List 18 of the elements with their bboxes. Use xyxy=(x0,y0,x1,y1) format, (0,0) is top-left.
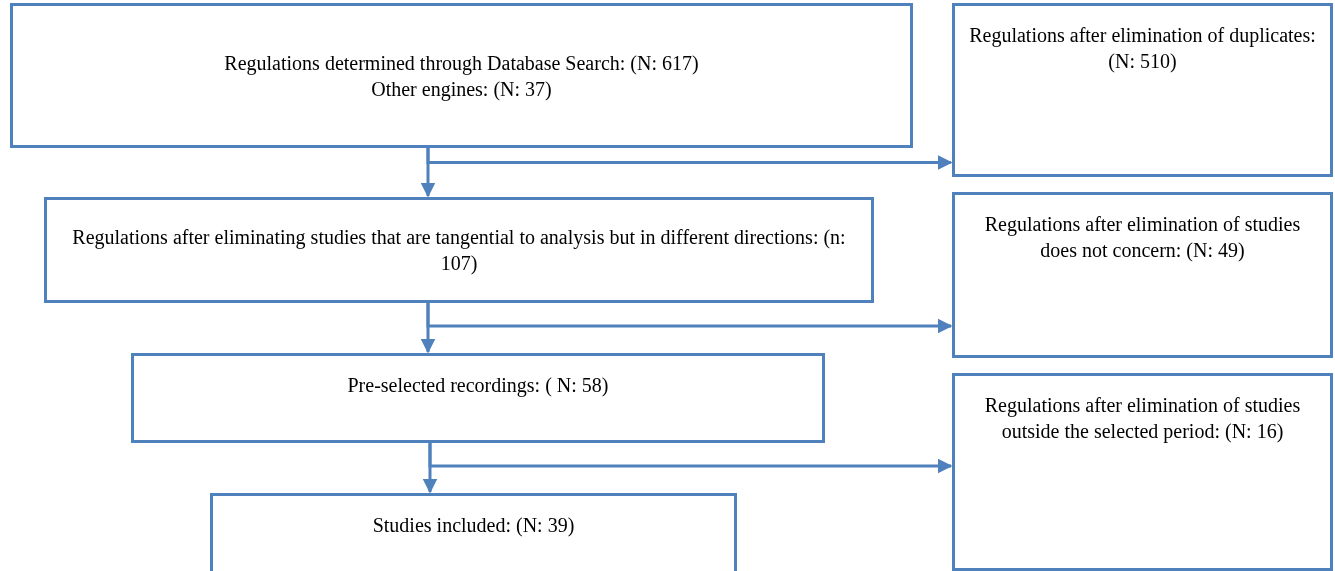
process-box xyxy=(952,373,1333,571)
box-text: Studies included: (N: 39) xyxy=(372,513,575,538)
process-box xyxy=(10,3,913,148)
process-box xyxy=(210,493,737,571)
process-box xyxy=(44,197,874,303)
box-text: Regulations after elimination of studies outside the selected period: (N: 16) xyxy=(983,393,1302,444)
arrow xyxy=(426,148,953,170)
box-text: Regulations after elimination of duplicates: (N: 510) xyxy=(969,23,1316,74)
box-text: Regulations after eliminating studies that are tangential to analysis but in different directions: (n: 107) xyxy=(71,225,847,276)
box-text: Regulations determined through Database Search: (N: 617) xyxy=(224,50,699,76)
box-text: Regulations after elimination of studies does not concern: (N: 49) xyxy=(983,212,1302,263)
process-box xyxy=(952,3,1333,177)
arrow xyxy=(426,303,953,334)
box-text: Other engines: (N: 37) xyxy=(371,76,552,102)
arrow xyxy=(428,443,953,474)
process-box xyxy=(952,192,1333,358)
box-text: Pre-selected recordings: ( N: 58) xyxy=(347,373,609,398)
process-box xyxy=(131,353,825,443)
